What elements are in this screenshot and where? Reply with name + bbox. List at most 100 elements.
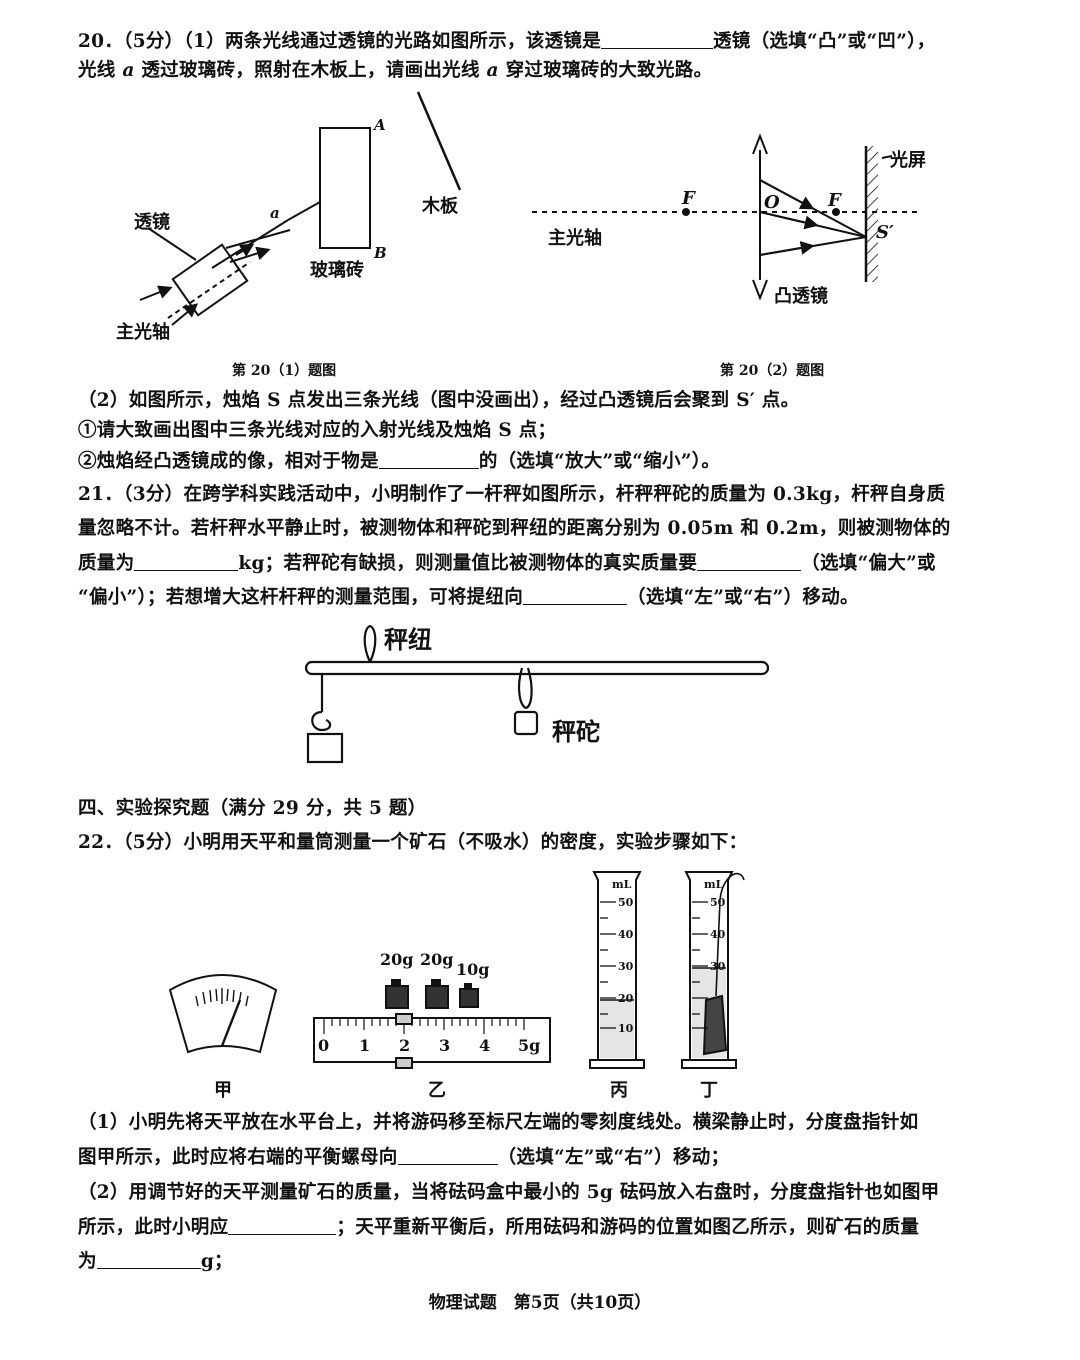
- cylinder-ticks: [600, 901, 616, 1029]
- ray-label: a: [270, 204, 280, 222]
- section-4-heading: 四、实验探究题（满分 29 分，共 5 题）: [78, 798, 427, 819]
- steelyard-beam: [304, 660, 770, 676]
- ore-stone: [702, 994, 728, 1056]
- page-footer: 物理试题 第5页（共10页）: [428, 1293, 652, 1313]
- cylinder-base: [681, 1059, 737, 1069]
- figure-caption: 第 20（2）题图: [720, 363, 825, 379]
- thread: [715, 873, 745, 997]
- ray-arrow-bottom: [759, 241, 815, 256]
- q20-part2-item2: ②烛焰经凸透镜成的像，相对于物是 的（选填“放大”或“缩小”）。: [78, 448, 720, 475]
- scale-tick-label: 0: [318, 1036, 330, 1055]
- answer-blank[interactable]: [697, 550, 802, 571]
- corner-a-label: A: [374, 116, 386, 134]
- answer-blank[interactable]: [134, 550, 239, 571]
- q22-part1-line2: 图甲所示，此时应将右端的平衡螺母向 （选填“左”或“右”）移动；: [78, 1144, 729, 1171]
- q22-text: 图甲所示，此时应将右端的平衡螺母向: [78, 1147, 398, 1168]
- cylinder-tick-label: 40: [710, 928, 726, 941]
- answer-blank[interactable]: [397, 1144, 498, 1165]
- cylinder-ticks: [692, 901, 708, 1029]
- q20-line-2: 光线 a 透过玻璃砖，照射在木板上，请画出光线 a 穿过玻璃砖的大致光路。: [78, 58, 712, 84]
- cylinder-tick-label: 50: [710, 896, 726, 909]
- dial-ticks: [195, 988, 249, 1007]
- knob-label: 秤纽: [384, 626, 432, 654]
- refracted-ray-2: [225, 229, 291, 249]
- glass-label: 玻璃砖: [310, 260, 364, 281]
- weight-20g-label: 20g: [420, 950, 454, 969]
- scale-tick-label: 3: [439, 1036, 451, 1055]
- ray-a-label: a: [486, 60, 499, 81]
- weight-20g-1: [385, 979, 409, 1009]
- q20-line-1: 20．（5分）（1）两条光线通过透镜的光路如图所示，该透镜是透镜（选填“凸”或“…: [78, 28, 936, 55]
- figure-label-jia: 甲: [214, 1080, 232, 1101]
- q21-text: “偏小”）；若想增大这杆杆秤的测量范围，可将提纽向: [78, 587, 524, 608]
- lens-label: 透镜: [134, 212, 170, 233]
- ray-arrow-center: [759, 211, 819, 230]
- corner-b-label: B: [374, 244, 387, 262]
- ray-arrow-top: [759, 179, 815, 210]
- answer-blank[interactable]: [378, 448, 479, 469]
- cylinder-tick-label: 10: [618, 1022, 634, 1035]
- q20-text: 穿过玻璃砖的大致光路。: [498, 60, 713, 81]
- weight-10g: [459, 983, 479, 1008]
- incident-ray-2: [171, 303, 199, 326]
- scale-tick-label: 5g: [518, 1036, 541, 1055]
- counterweight: [513, 710, 539, 736]
- q22-text: g；: [200, 1251, 233, 1272]
- ray-to-brick: [287, 201, 321, 221]
- focal-point-right: [832, 208, 840, 216]
- screen-label: 光屏: [890, 150, 926, 171]
- screen-pointer: [881, 155, 893, 159]
- figure-caption: 第 20（1）题图: [232, 363, 337, 379]
- cylinder-base: [589, 1059, 645, 1069]
- axis-label: 主光轴: [116, 322, 170, 343]
- screen-hatching: [866, 146, 878, 282]
- q22-intro: 22．（5分）小明用天平和量筒测量一个矿石（不吸水）的密度，实验步骤如下：: [78, 832, 748, 853]
- lens-label: 凸透镜: [774, 286, 828, 307]
- q22-part2-line1: （2）用调节好的天平测量矿石的质量，当将砝码盒中最小的 5g 砝码放入右盘时，分…: [78, 1182, 940, 1203]
- q20-text: 的（选填“放大”或“缩小”）。: [478, 451, 721, 472]
- figure-label-bing: 丙: [610, 1080, 628, 1101]
- refracted-ray-3: [229, 246, 271, 263]
- axis-label: 主光轴: [548, 228, 602, 249]
- wooden-board: [416, 91, 462, 191]
- measured-object: [306, 732, 344, 764]
- focal-f-right-label: F: [828, 190, 841, 211]
- scale-tick-label: 2: [399, 1036, 411, 1055]
- q22-text: 为: [78, 1251, 97, 1272]
- scale-tick-label: 4: [479, 1036, 491, 1055]
- q21-text: （选填“左”或“右”）移动。: [627, 587, 859, 608]
- q21-text: （选填“偏大”或: [801, 553, 936, 574]
- glass-brick: [319, 127, 371, 249]
- q22-text: 所示，此时小明应: [78, 1217, 229, 1238]
- answer-blank[interactable]: [601, 28, 713, 49]
- cylinder-unit-label: mL: [704, 878, 724, 891]
- board-label: 木板: [422, 196, 458, 217]
- answer-blank[interactable]: [228, 1214, 337, 1235]
- weight-20g-2: [425, 979, 449, 1009]
- figure-20-2: [532, 133, 918, 301]
- weight-string: [517, 667, 533, 710]
- ray-a-line: [211, 219, 289, 269]
- q20-text: 20．（5分）（1）两条光线通过透镜的光路如图所示，该透镜是: [78, 31, 601, 52]
- figure-22-cylinder-d: [681, 871, 745, 1069]
- lens-arrow-bottom: [752, 279, 768, 301]
- dial-plate: [168, 974, 278, 1054]
- scale-ticks: [323, 1018, 525, 1034]
- q21-line-1: 21．（3分）在跨学科实践活动中，小明制作了一杆秤如图所示，杆秤秤砣的质量为 0…: [78, 484, 946, 505]
- focal-f-left-label: F: [682, 188, 695, 209]
- answer-blank[interactable]: [96, 1248, 201, 1269]
- q21-text: 质量为: [78, 553, 135, 574]
- lens-arrow-top: [752, 133, 768, 155]
- rider-bottom: [395, 1057, 413, 1069]
- figure-22-dial: [168, 974, 278, 1054]
- answer-blank[interactable]: [523, 584, 628, 605]
- q22-part1-line1: （1）小明先将天平放在水平台上，并将游码移至标尺左端的零刻度线处。横梁静止时，分…: [78, 1112, 919, 1133]
- q22-text: （选填“左”或“右”）移动；: [497, 1147, 730, 1168]
- q20-text: ②烛焰经凸透镜成的像，相对于物是: [78, 451, 379, 472]
- tilted-lens: [171, 243, 249, 317]
- figure-22-scale: [313, 979, 551, 1069]
- focal-point-left: [682, 208, 690, 216]
- figure-21-steelyard: [304, 624, 770, 764]
